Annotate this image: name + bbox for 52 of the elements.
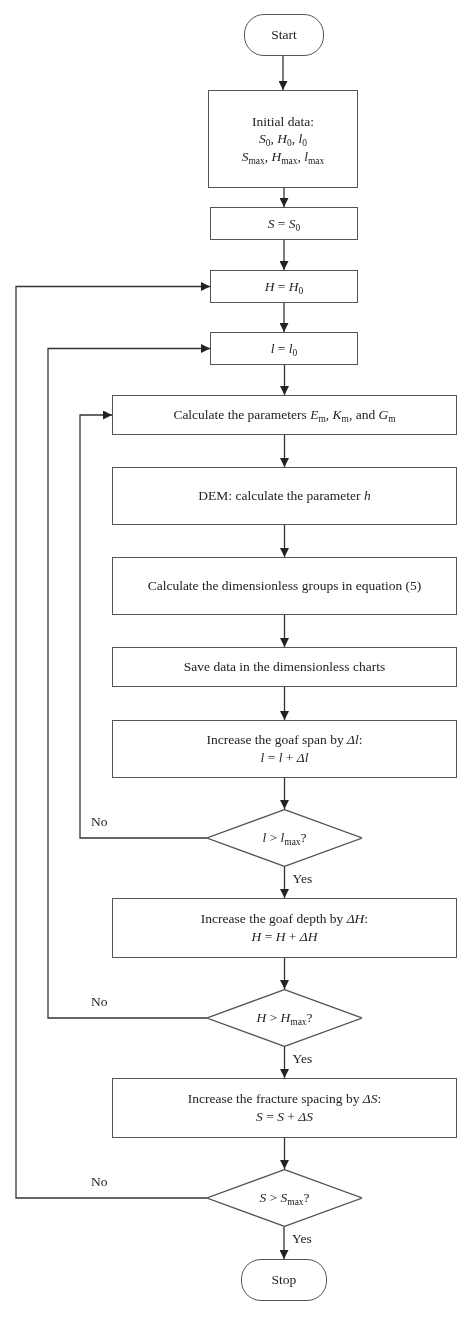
arrow (280, 777, 289, 810)
node-text: l > l$_{max}$? (261, 829, 308, 847)
arrow (47, 344, 211, 1019)
process-box (112, 395, 457, 435)
node-text: Stop (270, 1271, 298, 1289)
process-box (210, 332, 358, 365)
node-text: S$_{0}$, H$_{0}$, l$_{0}$ (258, 130, 308, 148)
node-text: S = S + ΔS (255, 1108, 314, 1126)
process-box (210, 207, 358, 240)
node-text: S > S$_{max}$? (258, 1189, 311, 1207)
arrow (279, 302, 289, 333)
node-text: Calculate the dimensionless groups in equation (5) (146, 577, 423, 595)
process-box (208, 90, 358, 188)
arrow (280, 524, 289, 558)
node-text: S$_{max}$, H$_{max}$, l$_{max}$ (240, 147, 326, 166)
process-box (112, 557, 457, 615)
arrow (280, 614, 289, 648)
arrow (280, 434, 289, 468)
process-box (112, 898, 457, 958)
node-text: Increase the fracture spacing by ΔS: (186, 1090, 383, 1108)
node-text: Increase the goaf depth by ΔH: (199, 910, 370, 928)
arrow (278, 55, 288, 91)
arrow (280, 866, 289, 899)
process-box (112, 467, 457, 525)
arrow (279, 187, 289, 208)
arrow (280, 957, 289, 990)
node-text: DEM: calculate the parameter h (197, 487, 372, 505)
node-text: l = l + Δl (259, 749, 310, 767)
terminal-box (244, 14, 324, 56)
arrow (279, 239, 289, 271)
node-text: S = S$_{0}$ (266, 214, 302, 233)
node-text: H = H + ΔH (250, 928, 319, 946)
process-box (112, 1078, 457, 1138)
node-text: Initial data: (251, 112, 315, 131)
node-text: l = l$_{0}$ (269, 339, 299, 358)
arrow (280, 1046, 289, 1079)
arrow (280, 1137, 289, 1170)
node-text: Start (270, 26, 298, 44)
arrow (280, 364, 289, 396)
arrow (280, 686, 289, 721)
arrow (79, 410, 208, 839)
node-text: Increase the goaf span by Δl: (205, 731, 364, 749)
process-box (112, 647, 457, 687)
process-box (112, 720, 457, 778)
terminal-box (241, 1259, 327, 1301)
node-text: H > H$_{max}$? (255, 1009, 314, 1027)
node-text: Calculate the parameters E$_{m}$, K$_{m}$, and G$_{m}$ (172, 406, 397, 424)
node-text: H = H$_{0}$ (263, 277, 305, 296)
process-box (210, 270, 358, 303)
arrow (15, 282, 211, 1199)
arrow (279, 1226, 289, 1260)
node-text: Save data in the dimensionless charts (182, 658, 387, 676)
